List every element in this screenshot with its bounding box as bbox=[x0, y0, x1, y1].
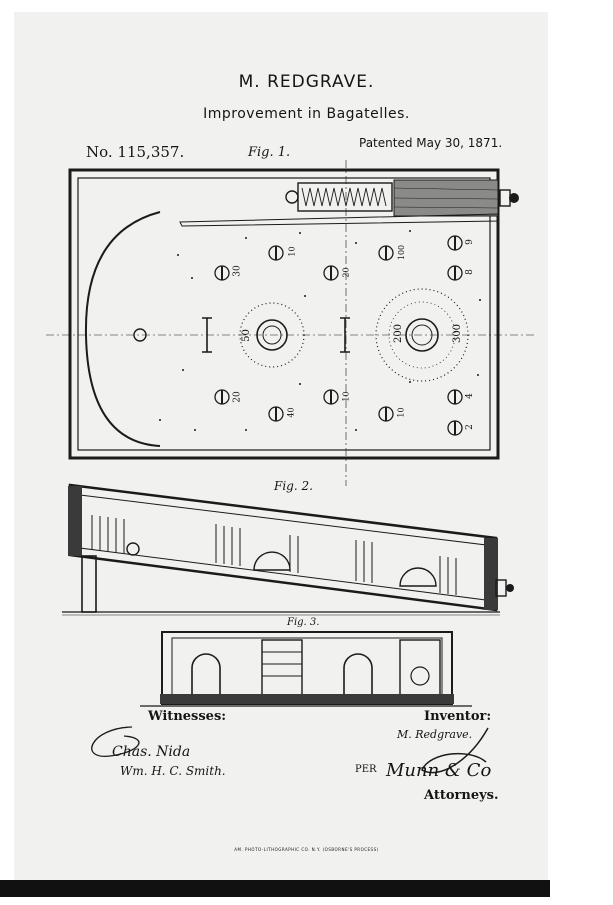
score-label: 40 bbox=[286, 407, 296, 418]
fig1-label: Fig. 1. bbox=[248, 145, 291, 160]
patent-title: Improvement in Bagatelles. bbox=[203, 106, 410, 122]
score-label: 10 bbox=[341, 391, 351, 402]
patented-date: Patented May 30, 1871. bbox=[359, 136, 503, 150]
score-label: 300 bbox=[452, 323, 464, 344]
score-label: 10 bbox=[396, 407, 406, 418]
bottom-scan-band bbox=[0, 880, 550, 897]
score-label: 20 bbox=[232, 391, 243, 403]
inventor-name-heading: M. REDGRAVE. bbox=[238, 72, 375, 92]
score-label: 2 bbox=[464, 424, 475, 430]
score-label: 30 bbox=[232, 265, 243, 277]
patent-number: No. 115,357. bbox=[86, 143, 185, 161]
fig2-side-section bbox=[62, 483, 514, 616]
attorneys-label: Attorneys. bbox=[424, 788, 499, 803]
fig3-label: Fig. 3. bbox=[287, 617, 320, 628]
score-label: 50 bbox=[240, 329, 252, 342]
score-label: 8 bbox=[464, 269, 475, 275]
fig2-label: Fig. 2. bbox=[274, 479, 313, 493]
fig3-end-section bbox=[140, 631, 472, 707]
inventor-label: Inventor: bbox=[424, 709, 492, 724]
score-label: 4 bbox=[464, 393, 475, 399]
score-label: 10 bbox=[287, 246, 297, 257]
patent-sheet bbox=[14, 12, 548, 880]
witness-2-signature: Wm. H. C. Smith. bbox=[120, 764, 226, 778]
lithographer-imprint: AM. PHOTO-LITHOGRAPHIC CO. N.Y. (OSBORNE… bbox=[234, 847, 379, 852]
fig1-board bbox=[46, 160, 536, 486]
score-label: 200 bbox=[393, 323, 405, 344]
score-label: 100 bbox=[397, 244, 407, 261]
witness-1-signature: Chas. Nida bbox=[112, 744, 191, 760]
attorney-signature: Munn & Co bbox=[386, 760, 492, 781]
per-label: PER bbox=[355, 764, 377, 775]
inventor-signature: M. Redgrave. bbox=[397, 728, 473, 741]
score-label: 9 bbox=[464, 239, 475, 245]
right-margin bbox=[548, 0, 613, 905]
score-label: 20 bbox=[341, 267, 351, 278]
witnesses-label: Witnesses: bbox=[148, 709, 227, 724]
